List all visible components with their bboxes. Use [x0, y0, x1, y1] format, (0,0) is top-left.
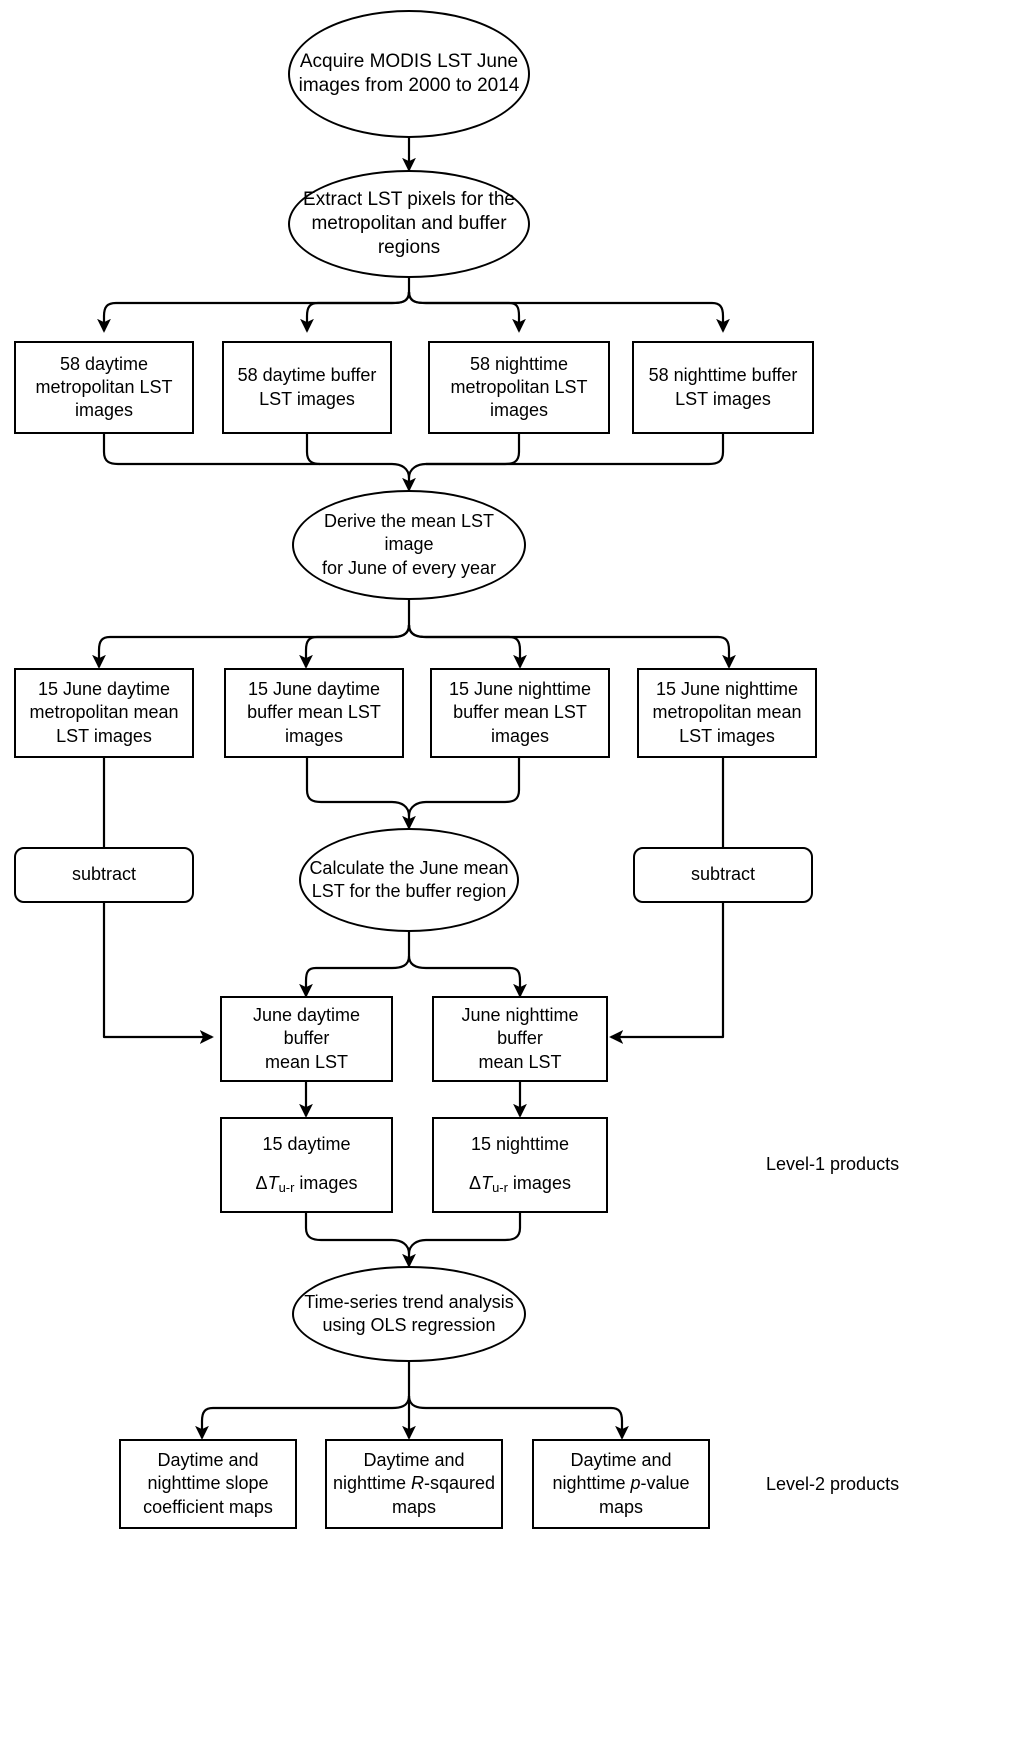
node-15-daytime-delta-line1: 15 daytime	[262, 1134, 351, 1155]
node-slope-maps-line2: nighttime slope	[147, 1473, 269, 1494]
node-58-nighttime-buffer-label: 58 nighttime buffer LST images	[648, 365, 798, 409]
label-level-1-products: Level-1 products	[760, 1148, 960, 1182]
label-level-1-products-text: Level-1 products	[766, 1154, 900, 1175]
node-derive-mean-label: Derive the mean LST image for June of ev…	[321, 511, 497, 578]
node-15-june-daytime-metropolitan-mean-lst[interactable]: 15 June daytime metropolitan mean LST im…	[14, 668, 194, 758]
node-acquire-modis-lst[interactable]: Acquire MODIS LST June images from 2000 …	[288, 10, 530, 138]
node-58-daytime-metropolitan-lst-images[interactable]: 58 daytime metropolitan LST images	[14, 341, 194, 434]
node-slope-coefficient-maps[interactable]: Daytime and nighttime slope coefficient …	[119, 1439, 297, 1529]
node-derive-mean-lst-image[interactable]: Derive the mean LST image for June of ev…	[292, 490, 526, 600]
node-58-daytime-buffer-lst-images[interactable]: 58 daytime buffer LST images	[222, 341, 392, 434]
node-15-june-daytime-metro-label: 15 June daytime metropolitan mean LST im…	[29, 679, 179, 746]
node-calculate-june-mean-lst-buffer[interactable]: Calculate the June mean LST for the buff…	[299, 828, 519, 932]
node-june-daytime-buffer-mean-lst[interactable]: June daytime buffer mean LST	[220, 996, 393, 1082]
node-58-daytime-metro-label: 58 daytime metropolitan LST images	[35, 353, 173, 421]
node-rsquared-maps-line1: Daytime and	[363, 1450, 465, 1471]
node-calculate-label: Calculate the June mean LST for the buff…	[309, 857, 509, 901]
node-june-nighttime-buffer-mean-label: June nighttime buffer mean LST	[461, 1005, 579, 1072]
node-trend-analysis-label: Time-series trend analysis using OLS reg…	[304, 1291, 514, 1335]
node-15-june-nighttime-metropolitan-mean-lst[interactable]: 15 June nighttime metropolitan mean LST …	[637, 668, 817, 758]
node-time-series-trend-analysis[interactable]: Time-series trend analysis using OLS reg…	[292, 1266, 526, 1362]
node-slope-maps-line3: coefficient maps	[143, 1496, 273, 1517]
node-june-nighttime-buffer-mean-lst[interactable]: June nighttime buffer mean LST	[432, 996, 608, 1082]
node-58-daytime-buffer-label: 58 daytime buffer LST images	[237, 365, 377, 409]
node-15-june-daytime-buffer-mean-lst[interactable]: 15 June daytime buffer mean LST images	[224, 668, 404, 758]
node-subtract-right-label: subtract	[690, 864, 756, 885]
node-58-nighttime-metro-label: 58 nighttime metropolitan LST images	[450, 353, 588, 421]
node-15-june-nighttime-buffer-mean-lst[interactable]: 15 June nighttime buffer mean LST images	[430, 668, 610, 758]
node-rsquared-maps-line2: nighttime R-sqaured	[332, 1473, 496, 1494]
node-slope-maps-line1: Daytime and	[157, 1450, 259, 1471]
node-extract-lst-pixels[interactable]: Extract LST pixels for the metropolitan …	[288, 170, 530, 278]
node-pvalue-maps-line2: nighttime p-value	[552, 1473, 690, 1494]
node-15-nighttime-delta-line1: 15 nighttime	[470, 1134, 570, 1155]
node-15-nighttime-delta-t-images[interactable]: 15 nighttime ΔTu-r images	[432, 1117, 608, 1213]
label-level-2-products: Level-2 products	[760, 1468, 960, 1502]
node-pvalue-maps-line3: maps	[598, 1496, 643, 1517]
node-p-value-maps[interactable]: Daytime and nighttime p-value maps	[532, 1439, 710, 1529]
node-58-nighttime-metropolitan-lst-images[interactable]: 58 nighttime metropolitan LST images	[428, 341, 610, 434]
node-58-nighttime-buffer-lst-images[interactable]: 58 nighttime buffer LST images	[632, 341, 814, 434]
node-rsquared-maps-line3: maps	[391, 1496, 436, 1517]
label-level-2-products-text: Level-2 products	[766, 1474, 900, 1495]
node-15-june-nighttime-buffer-label: 15 June nighttime buffer mean LST images	[448, 679, 592, 746]
node-subtract-left[interactable]: subtract	[14, 847, 194, 903]
node-15-nighttime-delta-line2: ΔTu-r images	[469, 1173, 571, 1196]
node-june-daytime-buffer-mean-label: June daytime buffer mean LST	[252, 1005, 361, 1072]
node-pvalue-maps-line1: Daytime and	[570, 1450, 672, 1471]
node-15-daytime-delta-line2: ΔTu-r images	[255, 1173, 358, 1196]
node-acquire-label: Acquire MODIS LST June images from 2000 …	[298, 50, 520, 96]
node-15-daytime-delta-t-images[interactable]: 15 daytime ΔTu-r images	[220, 1117, 393, 1213]
node-r-squared-maps[interactable]: Daytime and nighttime R-sqaured maps	[325, 1439, 503, 1529]
node-15-june-daytime-buffer-label: 15 June daytime buffer mean LST images	[247, 679, 381, 746]
node-subtract-right[interactable]: subtract	[633, 847, 813, 903]
node-15-june-nighttime-metro-label: 15 June nighttime metropolitan mean LST …	[652, 679, 802, 746]
node-subtract-left-label: subtract	[71, 864, 137, 885]
node-extract-label: Extract LST pixels for the metropolitan …	[303, 188, 515, 259]
